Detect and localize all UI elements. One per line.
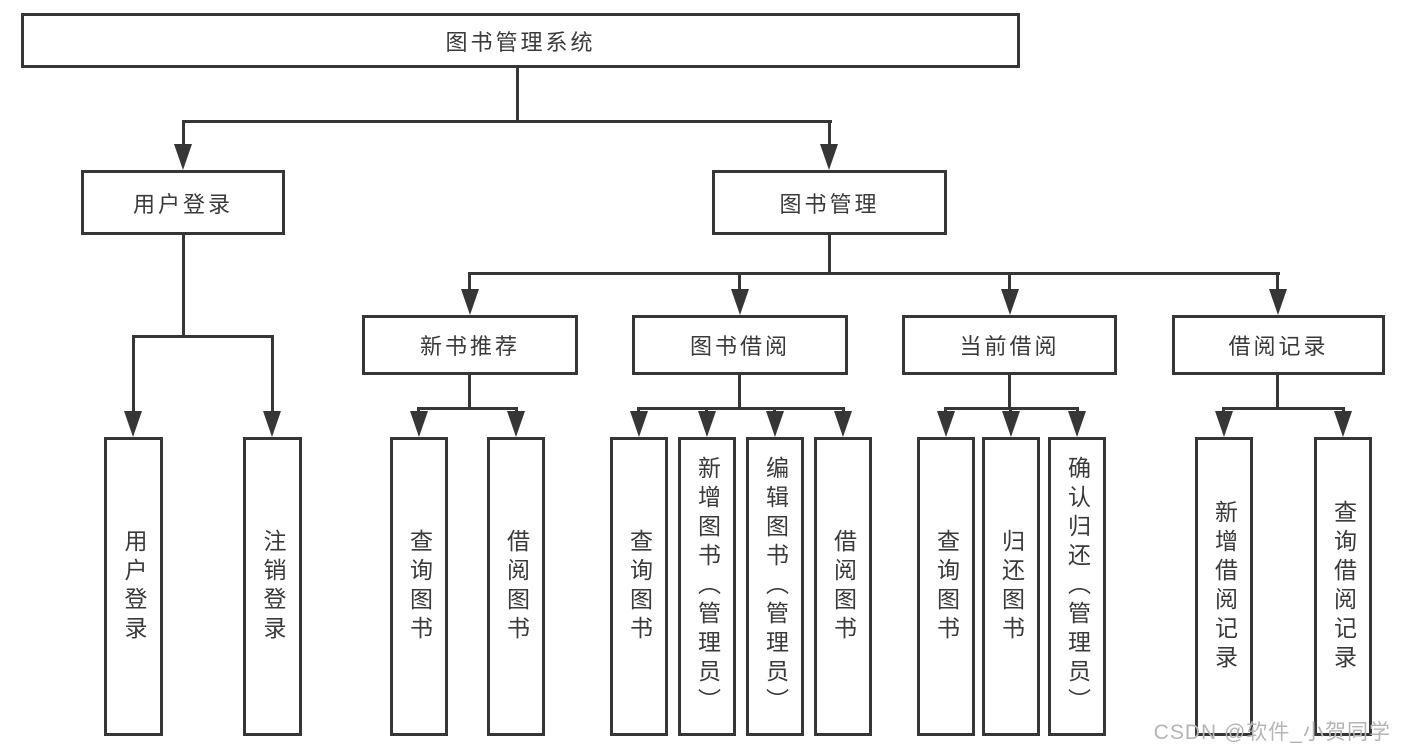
node-new-book: 新书推荐: [362, 315, 578, 375]
leaf-confirm-return-admin: 确认归还（管理员）: [1048, 437, 1106, 736]
node-book-mgmt: 图书管理: [712, 170, 947, 235]
node-current-borrow: 当前借阅: [902, 315, 1117, 375]
connector-line: [132, 335, 135, 415]
leaf-return-book: 归还图书: [982, 437, 1040, 736]
connector-line: [182, 120, 832, 123]
arrowhead-icon: [731, 289, 749, 315]
leaf-query-borrow-record: 查询借阅记录: [1314, 437, 1372, 736]
arrowhead-icon: [1269, 289, 1287, 315]
node-user-login: 用户登录: [81, 170, 285, 235]
connector-line: [637, 407, 845, 410]
leaf-query-book-1: 查询图书: [390, 437, 448, 736]
connector-line: [738, 272, 741, 292]
arrowhead-icon: [507, 411, 525, 437]
arrowhead-icon: [1215, 411, 1233, 437]
leaf-borrow-book-2: 借阅图书: [814, 437, 872, 736]
leaf-logout: 注销登录: [243, 437, 302, 736]
arrowhead-icon: [1068, 411, 1086, 437]
connector-line: [1276, 375, 1279, 407]
arrowhead-icon: [263, 411, 281, 437]
leaf-add-book-admin: 新增图书（管理员）: [678, 437, 736, 736]
arrowhead-icon: [410, 411, 428, 437]
leaf-edit-book-admin: 编辑图书（管理员）: [746, 437, 804, 736]
connector-line: [468, 272, 471, 292]
leaf-query-book-3: 查询图书: [917, 437, 975, 736]
node-root: 图书管理系统: [21, 13, 1020, 68]
leaf-query-book-2: 查询图书: [610, 437, 668, 736]
connector-line: [828, 120, 831, 148]
connector-line: [468, 375, 471, 407]
leaf-borrow-book-1: 借阅图书: [487, 437, 545, 736]
arrowhead-icon: [1334, 411, 1352, 437]
node-book-borrow: 图书借阅: [632, 315, 848, 375]
connector-line: [417, 407, 518, 410]
watermark: CSDN @软件_小贺同学: [1153, 721, 1391, 744]
connector-line: [182, 120, 185, 148]
arrowhead-icon: [698, 411, 716, 437]
node-borrow-record: 借阅记录: [1172, 315, 1385, 375]
connector-line: [182, 235, 185, 335]
connector-line: [468, 272, 1280, 275]
connector-line: [828, 235, 831, 272]
arrowhead-icon: [834, 411, 852, 437]
arrowhead-icon: [820, 144, 838, 170]
connector-line: [1276, 272, 1279, 292]
connector-line: [516, 68, 519, 120]
arrowhead-icon: [937, 411, 955, 437]
leaf-add-borrow-record: 新增借阅记录: [1195, 437, 1253, 736]
connector-line: [1008, 272, 1011, 292]
connector-line: [738, 375, 741, 407]
arrowhead-icon: [766, 411, 784, 437]
arrowhead-icon: [1001, 289, 1019, 315]
connector-line: [271, 335, 274, 415]
arrowhead-icon: [124, 411, 142, 437]
connector-line: [1008, 375, 1011, 407]
leaf-user-login: 用户登录: [104, 437, 163, 736]
arrowhead-icon: [1002, 411, 1020, 437]
connector-line: [132, 335, 274, 338]
connector-line: [1222, 407, 1345, 410]
arrowhead-icon: [461, 289, 479, 315]
arrowhead-icon: [174, 144, 192, 170]
arrowhead-icon: [630, 411, 648, 437]
